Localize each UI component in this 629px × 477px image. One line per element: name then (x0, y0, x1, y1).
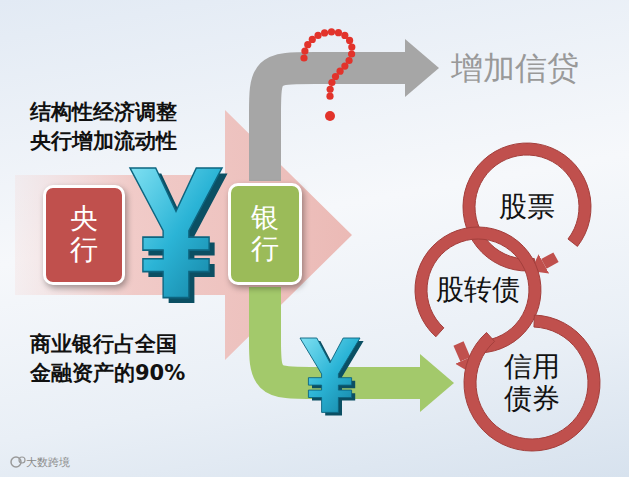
yen-face (130, 168, 222, 298)
question-mark (309, 36, 316, 43)
yen-face (300, 338, 360, 412)
question-mark (328, 79, 335, 86)
node-text: 信用 债券 (501, 351, 563, 415)
question-mark (321, 29, 328, 36)
question-mark (346, 37, 353, 44)
question-mark (348, 50, 355, 57)
question-mark (326, 93, 333, 100)
ring-arc (464, 315, 600, 451)
cycle-arrow (459, 344, 466, 360)
note-text: 商业银行占全国 金融资产的90% (30, 330, 190, 389)
cycle-ring: 股转债 (411, 223, 545, 357)
bank-box: 银行 (228, 183, 302, 285)
node-text: 股票 (499, 191, 555, 223)
watermark-logo (19, 457, 25, 463)
yen-shadow (304, 341, 364, 415)
question-mark (300, 54, 307, 61)
ring-arc (415, 227, 541, 353)
question-mark (348, 43, 355, 50)
question-mark (304, 41, 311, 48)
question-mark (301, 47, 308, 54)
question-mark (314, 32, 321, 39)
question-mark (325, 111, 335, 121)
note-text: 结构性经济调整 央行增加流动性 (30, 98, 185, 157)
question-mark (328, 28, 335, 35)
node-text: 增加信贷 (451, 50, 579, 87)
node-text: 股转债 (436, 274, 520, 306)
watermark: 大数跨境 (26, 455, 70, 470)
yen-symbol (130, 168, 228, 303)
question-mark (341, 32, 348, 39)
cycle-arrow (544, 257, 556, 264)
target-text-node: 增加信贷 (445, 46, 585, 91)
funds-arrow (265, 287, 420, 383)
yen-shadow (136, 173, 228, 303)
node-text: 银行 (251, 203, 279, 265)
question-mark (341, 63, 348, 70)
question-guide (304, 32, 352, 100)
question-mark (332, 73, 339, 80)
cycle-ring: 信用 债券 (460, 311, 604, 455)
credit-arrow (265, 68, 405, 181)
question-mark (335, 29, 342, 36)
node-text: 央行 (70, 204, 98, 266)
yen-symbol (300, 338, 364, 416)
question-mark (336, 68, 343, 75)
central-bank-box: 央行 (43, 185, 125, 285)
watermark-logo (11, 457, 21, 467)
question-mark (327, 86, 334, 93)
question-mark (345, 57, 352, 64)
